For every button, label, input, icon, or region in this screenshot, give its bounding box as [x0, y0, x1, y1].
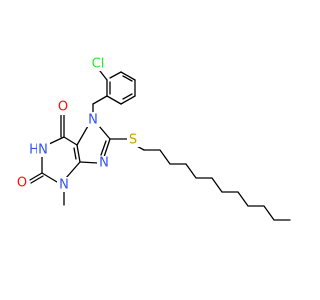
- bond-c8-n9: [103, 138, 111, 158]
- bond-ring-double-1: [122, 75, 133, 82]
- o-left-label-bg: [15, 175, 29, 190]
- nh-h-label: H: [29, 143, 39, 158]
- cl-label-bg: [90, 56, 110, 71]
- n9-label: N: [99, 156, 109, 171]
- bond-c5-c6: [63, 136, 78, 146]
- bond-c-cl: [99, 70, 108, 81]
- bond-ring-1: [109, 71, 122, 79]
- n3-label-bg: [57, 177, 71, 192]
- o-top-label: O: [58, 100, 68, 115]
- bond-c8-n9-double: [100, 140, 107, 156]
- nh-label: N: [38, 143, 48, 158]
- bonds: [29, 70, 291, 221]
- n9-label-bg: [97, 156, 111, 171]
- bond-ring-5: [106, 95, 122, 105]
- atom-labels: Cl O N H N N S O N: [15, 56, 140, 193]
- structure-diagram: Cl O N H N N S O N: [15, 56, 291, 221]
- bond-ring-2: [120, 71, 136, 81]
- n7-label-bg: [86, 112, 100, 127]
- bond-c2-n3: [41, 172, 58, 183]
- dodecyl-chain: [143, 149, 291, 221]
- bond-ring-ch2: [92, 95, 108, 105]
- o-left-label: O: [17, 176, 27, 191]
- bond-ring-double-2: [122, 93, 133, 100]
- bond-c4-c5-double: [73, 147, 77, 160]
- bond-c2-o: [29, 172, 43, 181]
- n7-label: N: [88, 113, 98, 128]
- bond-n9-c4: [79, 161, 99, 164]
- o-top-label-bg: [56, 100, 70, 115]
- cl-label: Cl: [92, 57, 105, 72]
- bond-n3-c4: [65, 161, 81, 179]
- molecule-canvas: Cl O N H N N S O N: [15, 56, 291, 221]
- n3-label: N: [59, 178, 69, 193]
- nh-label-bg: [37, 142, 50, 157]
- bond-c2-o-double: [30, 175, 44, 184]
- s-label: S: [129, 133, 137, 148]
- bond-ring-4: [120, 95, 136, 105]
- bond-c5-n7: [76, 125, 89, 146]
- bond-c4-c5: [76, 144, 81, 163]
- s-label-bg: [127, 132, 140, 147]
- bond-n7-c8: [98, 125, 111, 140]
